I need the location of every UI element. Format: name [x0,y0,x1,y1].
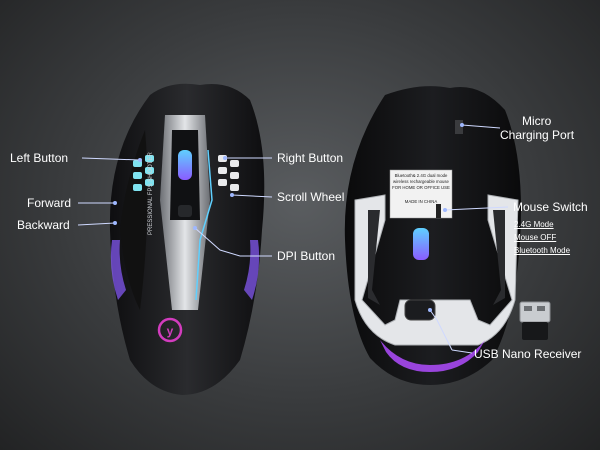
label-left-button: Left Button [10,151,69,165]
label-mode-off: Mouse OFF [514,233,557,242]
label-mode-24g: 2.4G Mode [514,220,554,229]
mouse-side-text: PRESSIONAL FPS SHOOTER [148,152,154,235]
label-micro: Micro [522,114,552,128]
sticker-line3: FOR HOME OR OFFICE USE [392,185,450,190]
label-mode-bluetooth: Bluetooth Mode [514,246,571,255]
sticker-line2: wireless rechargeable mouse [393,179,449,184]
label-usb-receiver: USB Nano Receiver [474,347,582,361]
label-mouse-switch: Mouse Switch [513,200,588,214]
sticker-text: Bluetooth& 2.4G dual mode wireless recha… [392,173,450,205]
logo-ring [157,317,183,343]
sticker-line1: Bluetooth& 2.4G dual mode [394,173,448,178]
label-forward: Forward [27,196,72,210]
label-scroll-wheel: Scroll Wheel [277,190,345,204]
label-dpi-button: DPI Button [277,249,336,263]
label-backward: Backward [17,218,70,232]
label-right-button: Right Button [277,151,344,165]
label-charging-port: Charging Port [500,128,575,142]
usb-receiver-image [519,301,551,340]
svg-text:y: y [167,324,174,338]
sticker-line4: MADE IN CHINA [404,199,438,204]
